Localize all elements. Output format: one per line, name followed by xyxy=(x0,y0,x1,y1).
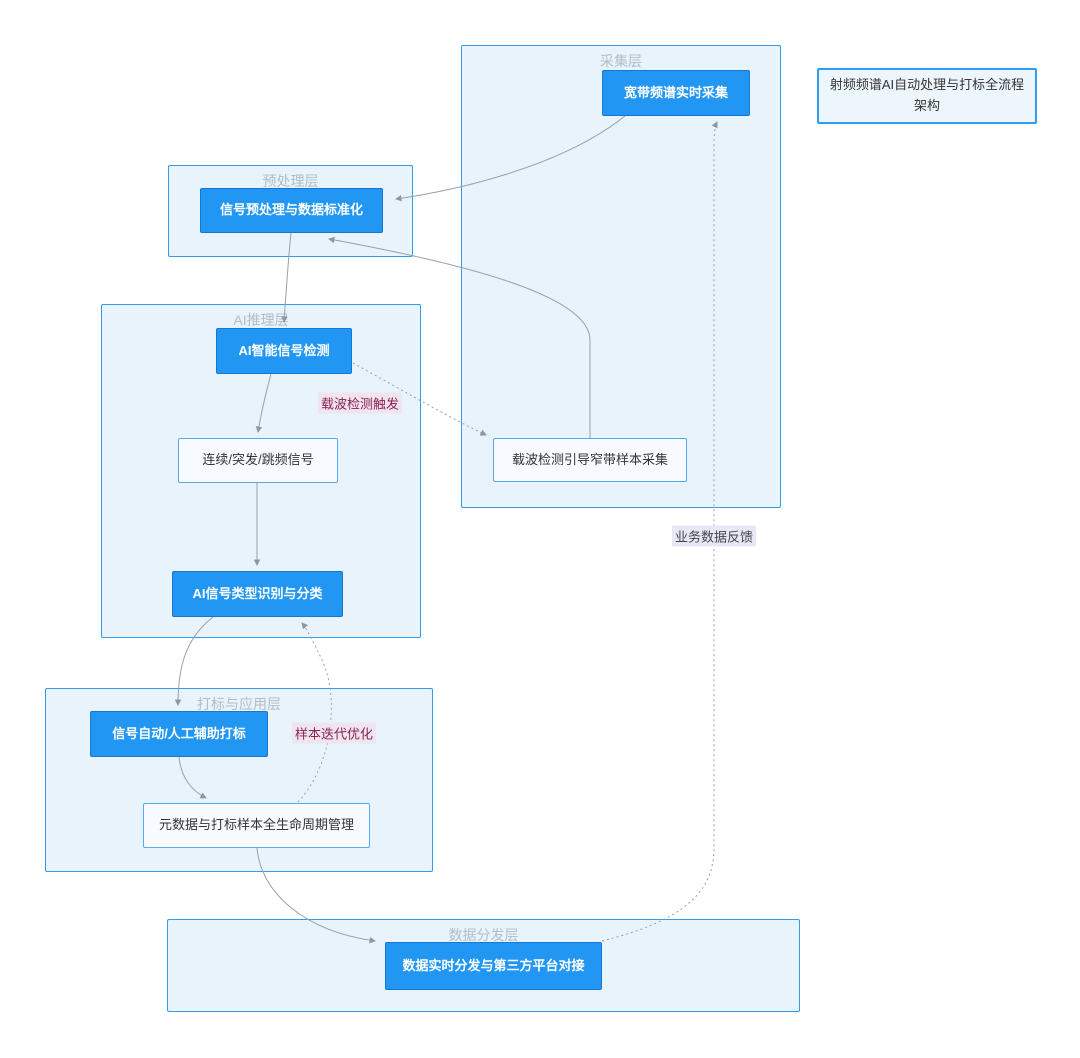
node-data-distribution: 数据实时分发与第三方平台对接 xyxy=(385,942,602,990)
node-ai-signal-classify: AI信号类型识别与分类 xyxy=(172,571,343,617)
container-label-preprocessing: 预处理层 xyxy=(262,173,319,189)
edge-preprocess-to-detect xyxy=(281,232,292,323)
node-narrowband-collection: 载波检测引导窄带样本采集 xyxy=(493,438,687,482)
edge-label-sample-iteration: 样本迭代优化 xyxy=(291,722,377,744)
edge-detect-to-kinds xyxy=(255,373,272,433)
container-label-labeling: 打标与应用层 xyxy=(197,696,281,712)
edge-distribute-to-wideband-dotted xyxy=(601,121,718,942)
edge-autolabel-to-metadata xyxy=(178,756,207,799)
edge-detect-to-narrowband-dotted xyxy=(352,362,487,436)
node-signal-kinds: 连续/突发/跳频信号 xyxy=(178,438,338,483)
edge-label-business-feedback: 业务数据反馈 xyxy=(671,525,757,547)
node-signal-preprocess: 信号预处理与数据标准化 xyxy=(200,188,383,233)
edge-classify-to-autolabel xyxy=(174,616,214,706)
edge-metadata-to-classify-dotted xyxy=(297,622,332,803)
node-metadata-management: 元数据与打标样本全生命周期管理 xyxy=(143,803,370,848)
node-wideband-collection: 宽带频谱实时采集 xyxy=(602,70,750,116)
edge-metadata-to-distribute xyxy=(256,847,376,944)
diagram-title: 射频频谱AI自动处理与打标全流程架构 xyxy=(817,68,1037,124)
container-collection-layer: 采集层 xyxy=(461,45,781,508)
edge-label-carrier-trigger: 载波检测触发 xyxy=(317,392,403,414)
node-ai-signal-detect: AI智能信号检测 xyxy=(216,328,352,374)
edge-wideband-to-preprocess xyxy=(395,115,626,202)
container-label-ai-inference: AI推理层 xyxy=(233,312,289,328)
node-auto-labeling: 信号自动/人工辅助打标 xyxy=(90,711,268,757)
container-label-distribution: 数据分发层 xyxy=(448,927,519,943)
container-label-collection: 采集层 xyxy=(600,53,642,69)
edge-narrowband-to-preprocess xyxy=(328,236,591,438)
